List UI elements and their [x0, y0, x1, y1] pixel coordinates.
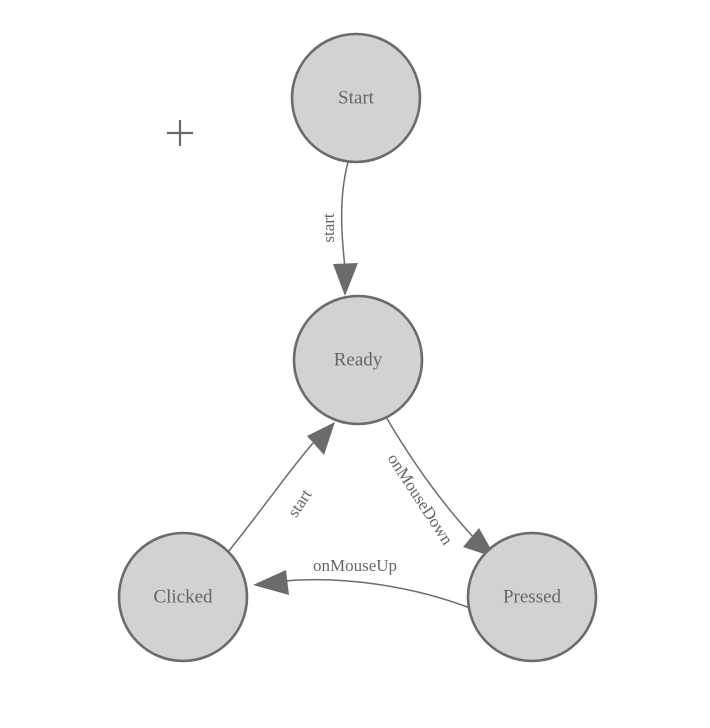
node-circle-ready[interactable] — [292, 294, 424, 426]
node-circle-start[interactable] — [290, 32, 422, 164]
edge-label-ready-to-pressed: onMouseDown — [384, 450, 457, 549]
edge-pressed-to-clicked[interactable] — [253, 570, 471, 609]
arrowhead-start-to-ready — [333, 263, 358, 296]
edge-clicked-to-ready[interactable] — [227, 422, 335, 553]
edge-path-clicked-to-ready[interactable] — [227, 442, 314, 553]
node-circle-pressed[interactable] — [466, 531, 598, 663]
node-label-pressed: Pressed — [503, 586, 562, 607]
arrowhead-clicked-to-ready — [307, 422, 335, 455]
edge-start-to-ready[interactable] — [333, 161, 358, 296]
plus-marker-icon[interactable] — [167, 120, 193, 146]
node-pressed[interactable]: Pressed — [466, 531, 598, 663]
edge-path-ready-to-pressed[interactable] — [385, 416, 477, 541]
edge-path-pressed-to-clicked[interactable] — [282, 578, 471, 609]
arrowhead-pressed-to-clicked — [253, 570, 289, 595]
edge-path-start-to-ready[interactable] — [340, 161, 349, 269]
edge-label-pressed-to-clicked: onMouseUp — [313, 556, 397, 575]
node-label-start: Start — [338, 87, 375, 108]
node-label-clicked: Clicked — [153, 586, 213, 607]
node-label-ready: Ready — [334, 349, 383, 370]
edge-label-start-to-ready: start — [319, 213, 338, 243]
node-ready[interactable]: Ready — [292, 294, 424, 426]
node-start[interactable]: Start — [290, 32, 422, 164]
node-circle-clicked[interactable] — [117, 531, 249, 663]
edge-label-clicked-to-ready: start — [284, 485, 316, 520]
node-clicked[interactable]: Clicked — [117, 531, 249, 663]
